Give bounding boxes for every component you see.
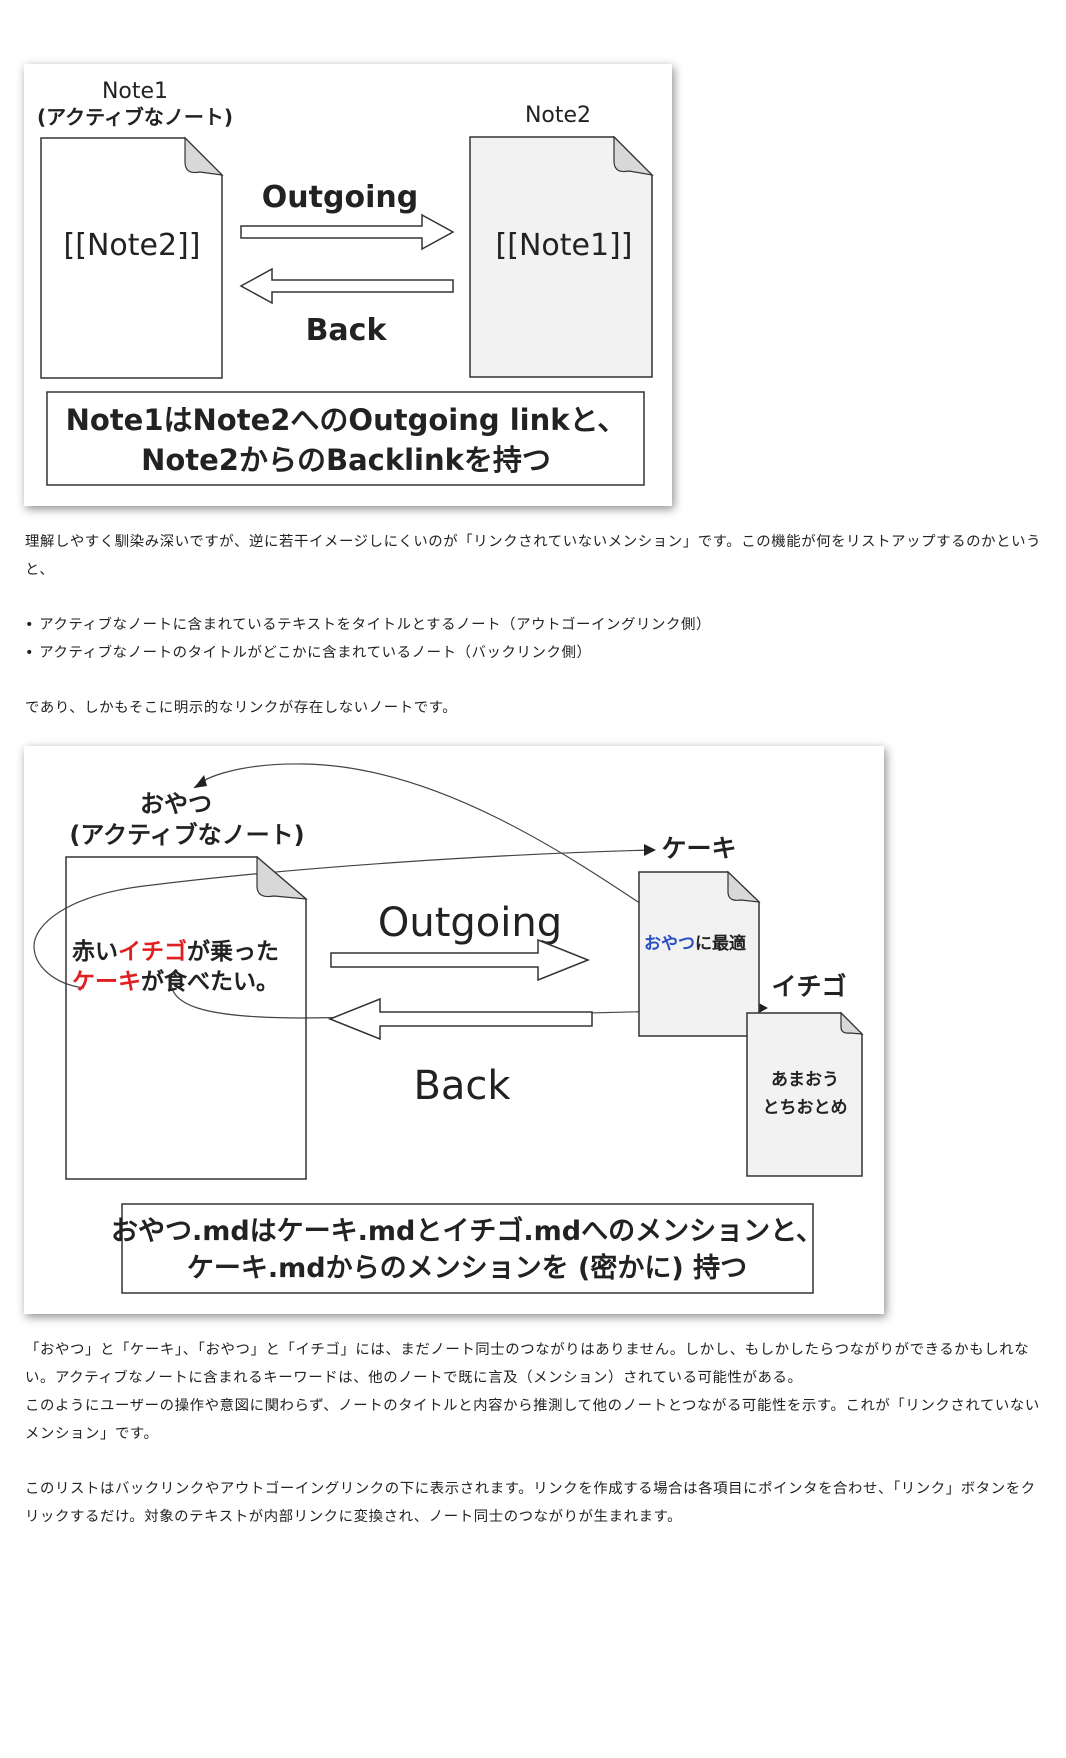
active-note-line-1: 赤いイチゴが乗った [72,938,279,965]
figure-outgoing-backlink-diagram: Note1 (アクティブなノート) [[Note2]] Note2 [[Note… [24,64,672,506]
strawberry-note-title: イチゴ [771,972,846,1001]
active-note-line-2: ケーキが食べたい。 [72,968,279,995]
list-item: アクティブなノートに含まれているテキストをタイトルとするノート（アウトゴーイング… [25,611,1050,639]
caption-line-1: Note1はNote2へのOutgoing linkと、 [66,403,627,437]
note1-page-icon [40,136,224,379]
after-bullets-paragraph: であり、しかもそこに明示的なリンクが存在しないノートです。 [25,700,458,716]
back-label: Back [413,1063,511,1109]
active-note-page-icon [65,855,308,1180]
curve-active-to-cake [33,849,653,989]
intro-paragraph: 理解しやすく馴染み深いですが、逆に若干イメージしにくいのが「リンクされていないメ… [25,534,1042,578]
highlight-ichigo: イチゴ [118,938,187,965]
back-arrow [327,997,593,1041]
caption-box [121,1203,814,1294]
paragraph-3: このリストはバックリンクやアウトゴーイングリンクの下に表示されます。リンクを作成… [25,1481,1036,1525]
note1-title: Note1 [102,79,168,104]
list-item: アクティブなノートのタイトルがどこかに含まれているノート（バックリンク側） [25,639,1050,667]
outgoing-arrow [240,213,455,251]
highlight-cake: ケーキ [72,969,141,995]
caption-line-1: おやつ.mdはケーキ.mdとイチゴ.mdへのメンションと、 [111,1215,823,1247]
caption-line-2: Note2からのBacklinkを持つ [141,443,551,477]
note1-content: [[Note2]] [64,228,201,263]
back-label: Back [306,313,388,348]
paragraph-2b: このようにユーザーの操作や意図に関わらず、ノートのタイトルと内容から推測して他の… [25,1398,1040,1442]
active-note-title: おやつ [140,790,212,818]
arrowhead-oyatsu [194,775,207,788]
cake-note-page-icon [638,870,761,1037]
strawberry-note-page-icon [746,1011,864,1177]
curve-cake-to-oyatsu [193,763,675,927]
active-note-subtitle: (アクティブなノート) [69,821,304,849]
caption-box [46,391,645,486]
strawberry-note-line-2: とちおとめ [763,1098,848,1118]
outgoing-label: Outgoing [378,900,562,946]
note1-subtitle: (アクティブなノート) [37,105,233,129]
caption-line-2: ケーキ.mdからのメンションを (密かに) 持つ [187,1252,747,1284]
highlight-oyatsu: おやつ [644,934,695,954]
note2-title: Note2 [525,103,591,128]
back-arrow [239,267,454,305]
note2-page-icon [469,135,654,378]
outgoing-arrow [330,938,591,982]
cake-note-content: おやつに最適 [644,933,746,954]
note2-content: [[Note1]] [496,228,633,263]
outgoing-label: Outgoing [262,180,418,215]
figure-unlinked-mention-diagram: おやつ (アクティブなノート) 赤いイチゴが乗った ケーキが食べたい。 Outg… [24,746,884,1314]
arrowhead-cake [644,844,656,856]
paragraph-2a: 「おやつ」と「ケーキ」、「おやつ」と「イチゴ」には、まだノート同士のつながりはあ… [25,1342,1030,1386]
cake-note-title: ケーキ [661,834,736,863]
bullet-list: アクティブなノートに含まれているテキストをタイトルとするノート（アウトゴーイング… [25,611,1050,667]
strawberry-note-line-1: あまおう [771,1070,839,1090]
